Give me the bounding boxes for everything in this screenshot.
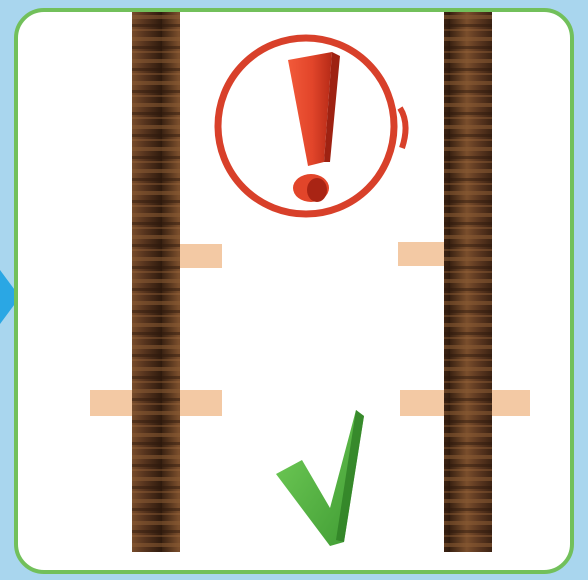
right-post [444, 12, 492, 552]
illustration-card [14, 8, 574, 574]
left-post [132, 12, 180, 552]
exclamation-in-circle-icon [218, 38, 406, 214]
ladder-scene [18, 12, 570, 570]
checkmark-icon [276, 410, 364, 546]
